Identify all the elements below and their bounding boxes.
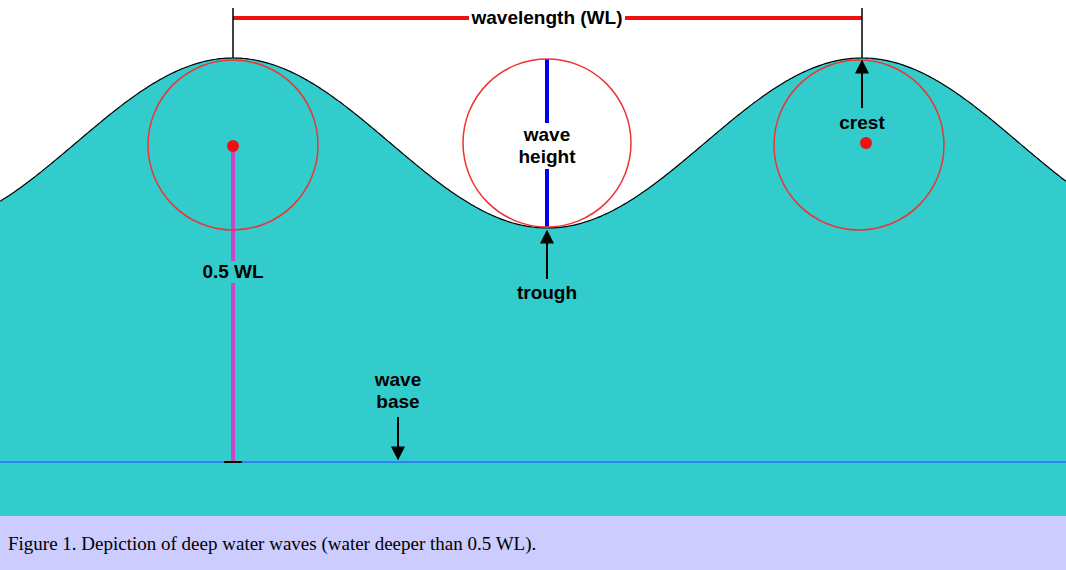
- part-label: crest: [836, 112, 887, 134]
- dimension-label: wavelength (WL): [469, 7, 626, 29]
- orbit-circle: [148, 60, 318, 230]
- part-label: trough: [514, 282, 580, 304]
- crest-arrow: [861, 61, 863, 108]
- orbit-circle: [463, 59, 631, 227]
- dimension-label: wave height: [503, 123, 591, 169]
- label-holder: 0.5 WL: [199, 261, 266, 283]
- orbit-center-dot: [860, 137, 872, 149]
- orbit-circle-node: wave height: [462, 58, 632, 228]
- dimension-label: 0.5 WL: [199, 261, 266, 283]
- wave-base-line: [0, 461, 1066, 463]
- wavelength-tick: [232, 8, 234, 58]
- orbit-circle: [774, 60, 944, 230]
- wavelength-tick: [861, 8, 863, 58]
- orbit-center-dot: [227, 140, 239, 152]
- label-holder: crest: [836, 112, 887, 134]
- part-label: wave base: [360, 369, 436, 413]
- water-body: [0, 58, 1066, 516]
- label-holder: wavelength (WL): [469, 7, 626, 29]
- caption-band: Figure 1. Depiction of deep water waves …: [0, 516, 1066, 570]
- depth-tick: [224, 461, 242, 463]
- water-surface: [0, 58, 1066, 228]
- label-holder: wave base: [360, 369, 436, 413]
- wave-base-arrow: [397, 417, 399, 459]
- trough-arrow: [546, 231, 548, 279]
- depth-line: [231, 146, 235, 462]
- label-holder: trough: [514, 282, 580, 304]
- figure-caption: Figure 1. Depiction of deep water waves …: [0, 516, 1066, 555]
